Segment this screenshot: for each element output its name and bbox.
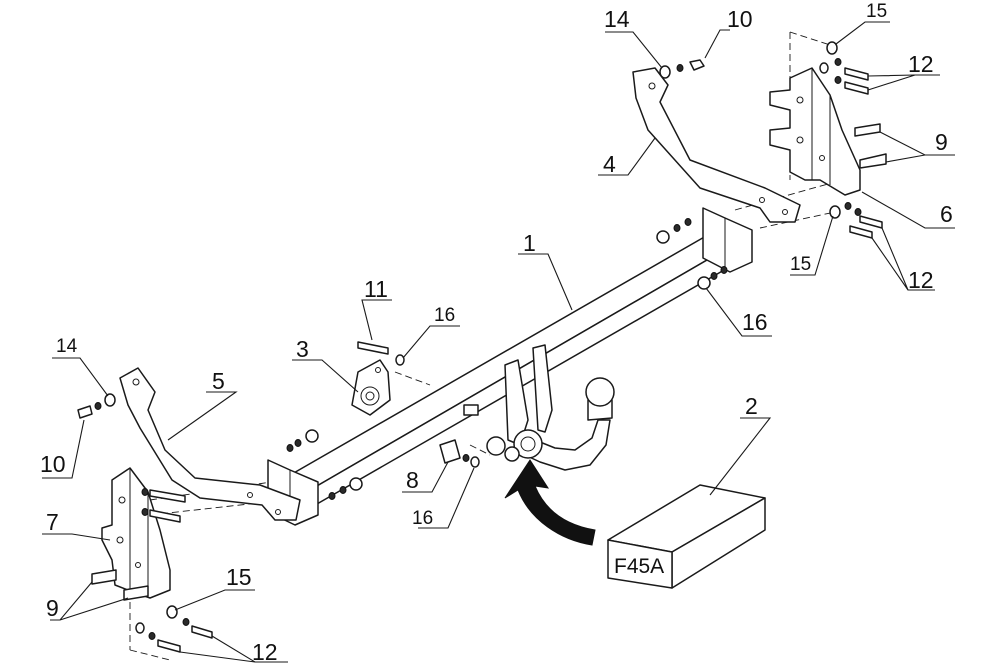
- right-bracket: [769, 67, 861, 196]
- callout-15-bottom: 15: [226, 564, 252, 590]
- callout-11: 11: [364, 276, 388, 302]
- electrical-kit-box: [607, 484, 766, 589]
- callout-16-spring: 16: [412, 508, 433, 529]
- right-side-arm: [632, 67, 801, 223]
- leader-lines: [42, 21, 955, 663]
- callout-8: 8: [406, 467, 419, 493]
- callout-7: 7: [46, 509, 59, 535]
- callout-10-right: 10: [727, 6, 753, 32]
- callout-16-socket: 16: [434, 305, 455, 326]
- callout-1: 1: [523, 230, 536, 256]
- callout-4: 4: [603, 151, 616, 177]
- callout-15-right: 15: [790, 254, 811, 275]
- fasteners: [77, 41, 887, 653]
- callout-12-top: 12: [908, 51, 934, 77]
- callout-9-left: 9: [46, 595, 59, 621]
- install-direction-arrow: [504, 459, 596, 546]
- main-crossbeam: [267, 207, 753, 526]
- socket-plate: [351, 359, 391, 416]
- callout-6: 6: [940, 201, 953, 227]
- callout-10-left: 10: [40, 451, 66, 477]
- callout-5: 5: [212, 368, 225, 394]
- towball-assembly: [463, 344, 615, 471]
- callout-12-right: 12: [908, 267, 934, 293]
- callout-9-right: 9: [935, 129, 948, 155]
- kit-box-label: F45A: [614, 555, 664, 578]
- callout-14-left: 14: [56, 336, 78, 357]
- left-side-arm: [119, 367, 301, 521]
- callout-16-right: 16: [742, 309, 768, 335]
- callout-15-top: 15: [866, 1, 887, 22]
- callout-2: 2: [745, 393, 758, 419]
- callout-3: 3: [296, 336, 309, 362]
- callout-14-right: 14: [604, 6, 630, 32]
- callout-12-bottom: 12: [252, 639, 278, 665]
- callout-labels: 1 2 3 4 5 6 7 8 9 9 10 10 11 12 12 12 14…: [40, 1, 953, 665]
